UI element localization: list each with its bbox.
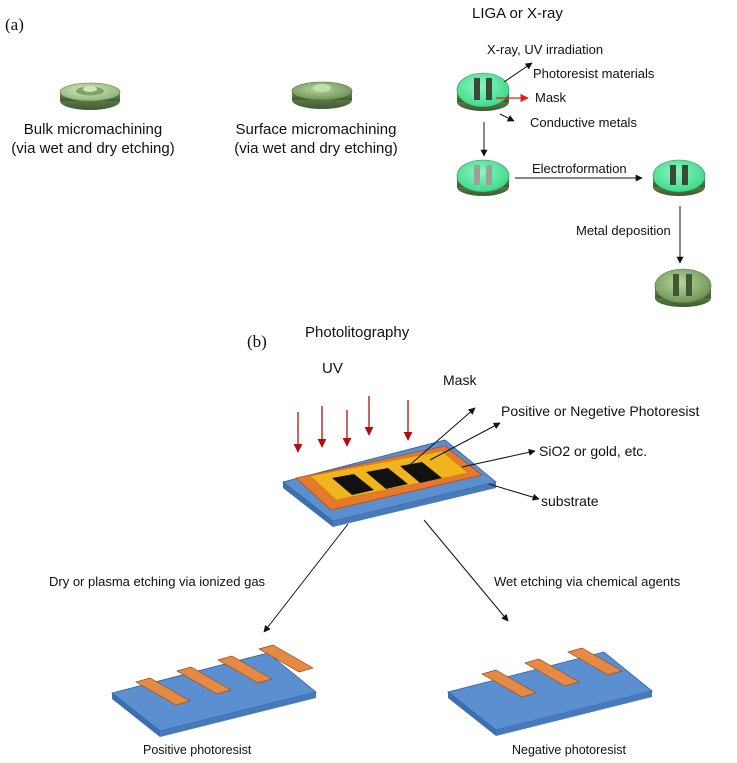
liga-metal-deposition-label: Metal deposition bbox=[576, 223, 671, 238]
negative-photoresist-label: Negative photoresist bbox=[512, 743, 626, 757]
etching-arrows bbox=[263, 519, 509, 633]
negative-stripes bbox=[481, 647, 623, 698]
surface-label-line1: Surface micromachining bbox=[235, 121, 397, 138]
liga-title: LIGA or X-ray bbox=[472, 5, 563, 22]
photolitography-title: Photolitography bbox=[305, 324, 410, 341]
liga-mask-label: Mask bbox=[535, 90, 567, 105]
liga-disk-1-icon bbox=[456, 72, 510, 111]
surface-disk-icon bbox=[291, 81, 353, 109]
uv-label: UV bbox=[322, 360, 343, 377]
positive-result bbox=[111, 644, 317, 737]
photoresist-label: Positive or Negetive Photoresist bbox=[501, 403, 700, 419]
uv-arrows bbox=[293, 396, 413, 453]
mask-label: Mask bbox=[443, 372, 477, 388]
positive-stripes bbox=[135, 644, 314, 706]
bulk-label-line1: Bulk micromachining bbox=[23, 121, 163, 138]
surface-label-line2: (via wet and dry etching) bbox=[234, 140, 398, 157]
bulk-disk-icon bbox=[59, 82, 121, 110]
dry-etching-label: Dry or plasma etching via ionized gas bbox=[49, 574, 266, 589]
panel-a-label: (a) bbox=[5, 15, 24, 34]
liga-disk-3-icon bbox=[652, 159, 706, 196]
panel-b-label: (b) bbox=[247, 332, 267, 351]
sio2-label: SiO2 or gold, etc. bbox=[539, 443, 648, 459]
liga-disk-2-icon bbox=[456, 159, 510, 196]
photolithography-stack bbox=[282, 439, 497, 527]
negative-result bbox=[447, 647, 653, 736]
bulk-label-line2: (via wet and dry etching) bbox=[11, 140, 175, 157]
positive-photoresist-label: Positive photoresist bbox=[143, 743, 252, 757]
liga-disk-4-icon bbox=[654, 268, 712, 307]
liga-irradiation-label: X-ray, UV irradiation bbox=[487, 42, 604, 57]
liga-photoresist-label: Photoresist materials bbox=[533, 66, 655, 81]
photolithography-leaders bbox=[403, 407, 540, 501]
liga-conductive-label: Conductive metals bbox=[530, 115, 637, 130]
wet-etching-label: Wet etching via chemical agents bbox=[494, 574, 681, 589]
liga-arrows bbox=[480, 62, 684, 264]
liga-electroformation-label: Electroformation bbox=[532, 161, 627, 176]
substrate-label: substrate bbox=[541, 493, 599, 509]
